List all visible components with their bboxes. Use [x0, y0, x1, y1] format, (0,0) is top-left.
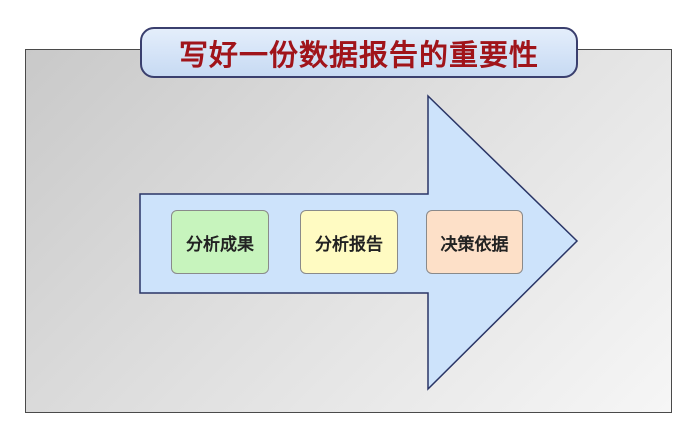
step-label: 决策依据: [440, 234, 509, 255]
diagram-title-text: 写好一份数据报告的重要性: [178, 37, 539, 72]
step-analysis-results: 分析成果: [171, 210, 269, 274]
step-decision-basis: 决策依据: [426, 210, 523, 274]
diagram-title: 写好一份数据报告的重要性: [140, 27, 578, 78]
step-analysis-report: 分析报告: [300, 210, 398, 274]
step-label: 分析报告: [315, 234, 383, 255]
step-label: 分析成果: [186, 234, 254, 255]
